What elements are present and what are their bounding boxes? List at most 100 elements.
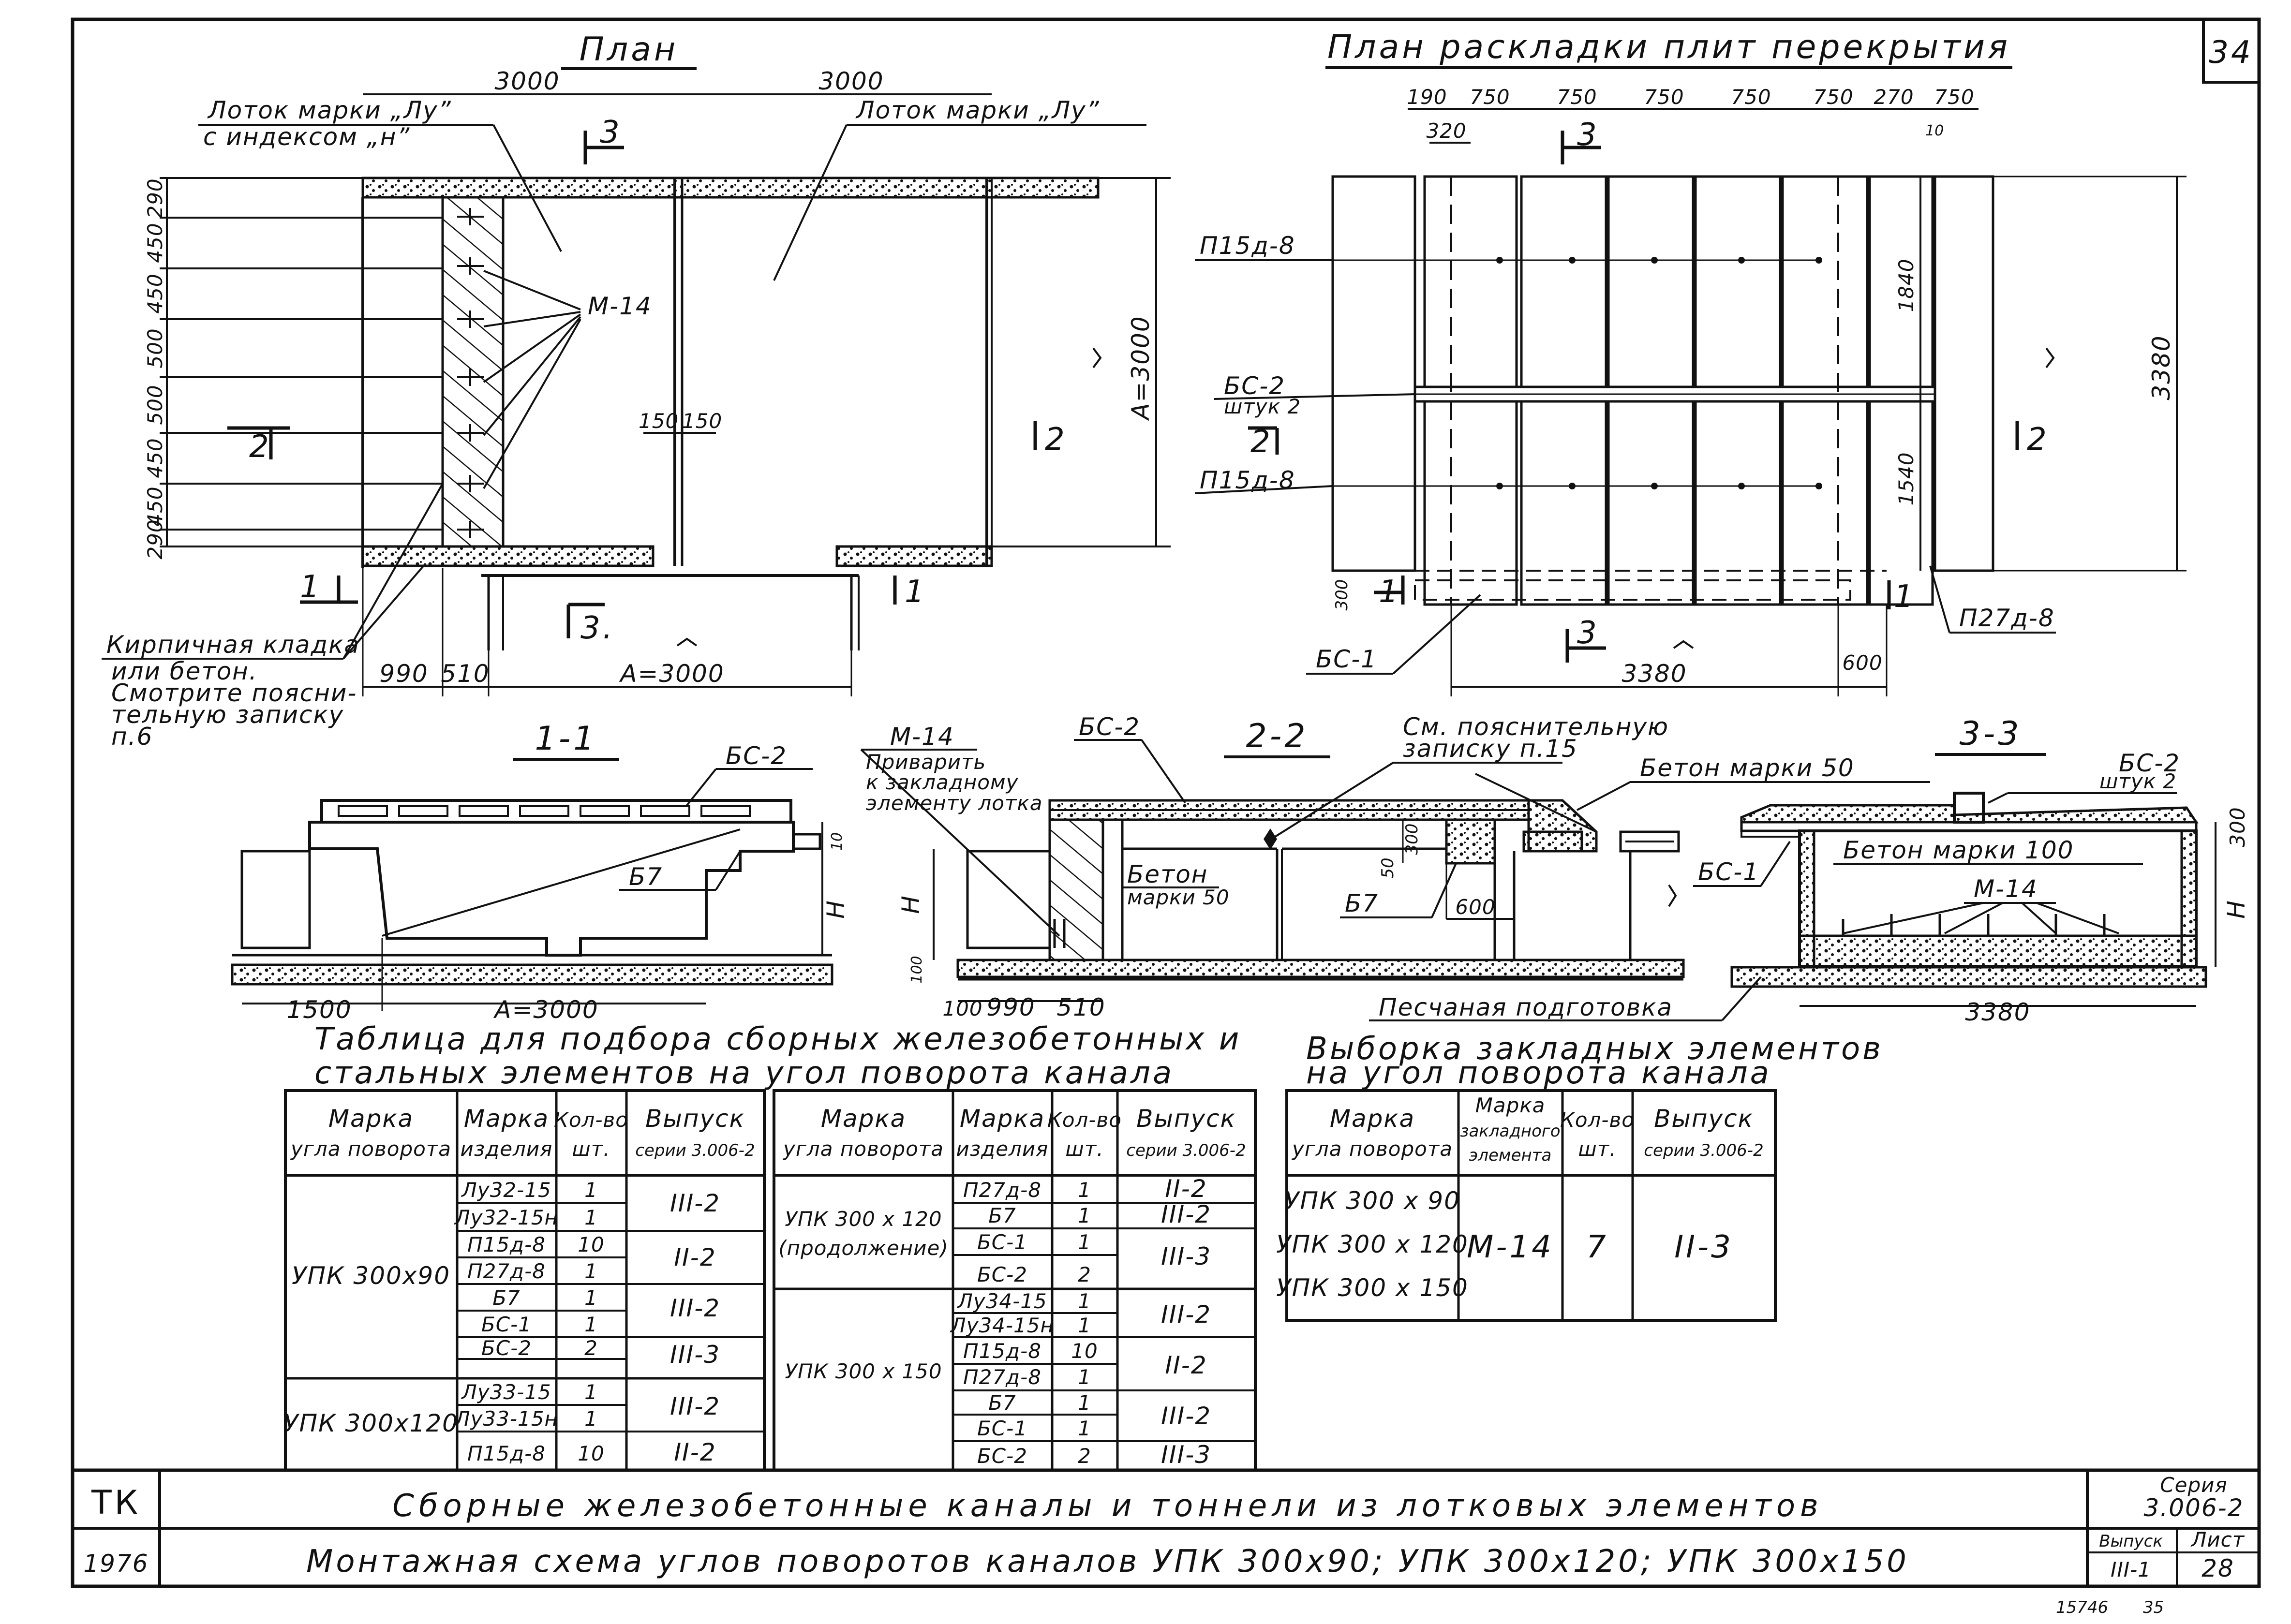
t1-left-corner-1: УПК 300x120 — [283, 1409, 459, 1437]
t1-left-g0-r5-qty: 1 — [584, 1313, 598, 1336]
section-3-3-dim-3380: 3380 — [1965, 998, 2030, 1026]
plan-anchors-m14 — [457, 208, 484, 538]
layout-label-p27: П27д-8 — [1959, 604, 2055, 632]
t1-right-g1-issue-1: II-2 — [1165, 1351, 1207, 1379]
t2-corner-1: УПК 300 x 120 — [1276, 1230, 1469, 1258]
t1-right-g0-r0-qty: 1 — [1078, 1178, 1091, 1202]
layout-right-dim-1: 1540 — [1894, 452, 1918, 506]
t1-right-g0-r3-item: БС-2 — [977, 1263, 1027, 1286]
t1-left-h3b: серии 3.006-2 — [635, 1141, 755, 1160]
section-2-2-label-h: Н — [897, 895, 925, 914]
t1-right-g1-issue-2: III-2 — [1161, 1402, 1211, 1430]
table-embedded-elements: Выборка закладных элементов на угол пово… — [1276, 1031, 1883, 1322]
t1-right-corner-1: УПК 300 x 150 — [785, 1359, 942, 1383]
plan-masonry-label-4: п.6 — [111, 723, 153, 751]
t2-element: М-14 — [1467, 1229, 1554, 1265]
section-2-2-label-sand: Песчаная подготовка — [1379, 993, 1673, 1021]
section-2-2-dim-50: 50 — [1378, 857, 1398, 878]
sheet-number-bottom-left: 15746 — [2056, 1598, 2108, 1617]
title-sheet-label: Лист — [2190, 1528, 2245, 1551]
sheet-number-bottom-right: 35 — [2143, 1598, 2164, 1617]
layout-panel-right — [1934, 175, 1994, 572]
t1-right-h3a: Выпуск — [1136, 1105, 1236, 1133]
plan-left-dim-4: 500 — [143, 384, 167, 425]
layout-dim-600: 600 — [1842, 651, 1882, 675]
title-issue-label: Выпуск — [2099, 1532, 2163, 1551]
layout-label-p15-top: П15д-8 — [1200, 232, 1295, 260]
table2-title-1: Выборка закладных элементов — [1306, 1031, 1883, 1067]
plan-masonry — [441, 196, 505, 548]
plan-dim-top-right: 3000 — [818, 67, 884, 95]
table-elements: Таблица для подбора сборных железобетонн… — [283, 1021, 1257, 1472]
t2-h3b: серии 3.006-2 — [1644, 1141, 1763, 1160]
t1-left-h1a: Марка — [464, 1105, 549, 1133]
table2-title-2: на угол поворота канала — [1306, 1055, 1771, 1091]
section-3-3-label-m14: М-14 — [1974, 875, 2038, 903]
t2-h0b: угла поворота — [1291, 1137, 1453, 1161]
section-2-2-base — [956, 959, 1685, 978]
t1-left-g1-r2-item: П15д-8 — [467, 1442, 546, 1465]
plan-left-dim-1: 450 — [143, 222, 167, 263]
section-1-1-title: 1-1 — [535, 720, 597, 758]
t1-right-g0-issue-2: III-3 — [1161, 1242, 1211, 1270]
t1-right-h2a: Кол-во — [1047, 1108, 1122, 1132]
layout-top-dim-3: 750 — [1644, 85, 1684, 109]
section-2-2-label-bs1: БС-1 — [1698, 858, 1759, 886]
table1-title-2: стальных элементов на угол поворота кана… — [314, 1055, 1174, 1091]
plan-mark-1-left: 1 — [300, 569, 322, 605]
t1-left-g0-r2-qty: 10 — [578, 1233, 604, 1256]
t2-h1c: элемента — [1469, 1146, 1552, 1165]
layout-slabs — [1423, 175, 1934, 606]
t1-right-h1a: Марка — [960, 1105, 1045, 1133]
t1-left-g1-r0-qty: 1 — [584, 1380, 598, 1404]
t1-right-h2b: шт. — [1065, 1137, 1103, 1161]
section-2-2-label-m14-2: к закладному — [866, 770, 1019, 794]
plan-dim-bottom-1: 510 — [441, 660, 490, 688]
t1-right-g1-r1-item: Лу34-15н — [950, 1314, 1054, 1337]
plan-view: План 3000 3000 Лоток марки „Лу” с индекс… — [102, 30, 1171, 751]
section-2-2-dim-bottom-0: 100 — [908, 956, 925, 983]
t1-right-corner-0b: (продолжение) — [778, 1236, 948, 1260]
plan-mark-3-bottom: 3. — [580, 610, 615, 646]
layout-mark-3-top: 3 — [1577, 117, 1599, 153]
t1-left-h0b: угла поворота — [290, 1137, 451, 1161]
plan-left-dim-0: 290 — [143, 178, 167, 218]
t2-h1b: закладного — [1460, 1122, 1560, 1141]
layout-top-dim-2: 750 — [1557, 85, 1597, 109]
section-2-2-label-bs2: БС-2 — [1079, 713, 1140, 741]
section-2-2-dim-bottom-1: 100 — [942, 997, 982, 1020]
t2-corner-2: УПК 300 x 150 — [1276, 1274, 1469, 1302]
plan-dim-150a: 150 — [639, 409, 679, 433]
plan-mark-2-right: 2 — [1045, 422, 1067, 458]
t1-left-h3a: Выпуск — [645, 1105, 745, 1133]
layout-mark-2-right: 2 — [2027, 422, 2049, 458]
t1-right-g1-r4-item: Б7 — [988, 1391, 1016, 1415]
t1-right-g1-r0-item: Лу34-15 — [956, 1289, 1047, 1313]
layout-top-dim-4: 750 — [1731, 85, 1771, 109]
title-line-2: Монтажная схема углов поворотов каналов … — [306, 1544, 1909, 1580]
t2-h2a: Кол-во — [1560, 1108, 1635, 1132]
section-1-1-base — [231, 963, 833, 986]
t1-left-corner-0: УПК 300x90 — [292, 1262, 450, 1290]
t1-left-g0-r4-qty: 1 — [584, 1286, 598, 1310]
section-3-3: 3-3 Бетон марки 50 БС-2 штук 2 Бетон мар… — [1577, 715, 2250, 1026]
layout-top-dim-0: 190 — [1407, 85, 1447, 109]
t1-right-g0-r1-qty: 1 — [1078, 1204, 1091, 1227]
t1-left-g0-issue-0: III-2 — [670, 1189, 720, 1217]
plan-left-dim-7: 290 — [143, 519, 167, 559]
plan-left-dim-3: 500 — [143, 328, 167, 368]
layout-plan-title: План раскладки плит перекрытия — [1327, 28, 2010, 66]
t1-right-h1b: изделия — [956, 1137, 1049, 1161]
title-code: ТК — [91, 1484, 141, 1522]
t2-issue: II-3 — [1674, 1229, 1733, 1265]
t1-right-g1-r5-qty: 1 — [1078, 1417, 1091, 1440]
layout-plan-view: План раскладки плит перекрытия 190 750 7… — [1194, 28, 2187, 696]
section-2-2-label-m14-0: М-14 — [890, 723, 954, 751]
section-3-3-top-slab — [1740, 804, 2199, 824]
t1-left-g0-r1-item: Лу32-15н — [454, 1206, 558, 1229]
section-1-1-tray-profile — [308, 821, 795, 957]
layout-bs1 — [1414, 579, 1851, 601]
title-series-value: 3.006-2 — [2144, 1494, 2244, 1522]
t1-left-g1-r0-item: Лу33-15 — [461, 1380, 551, 1404]
section-2-2-label-m14-1: Приварить — [866, 750, 986, 774]
